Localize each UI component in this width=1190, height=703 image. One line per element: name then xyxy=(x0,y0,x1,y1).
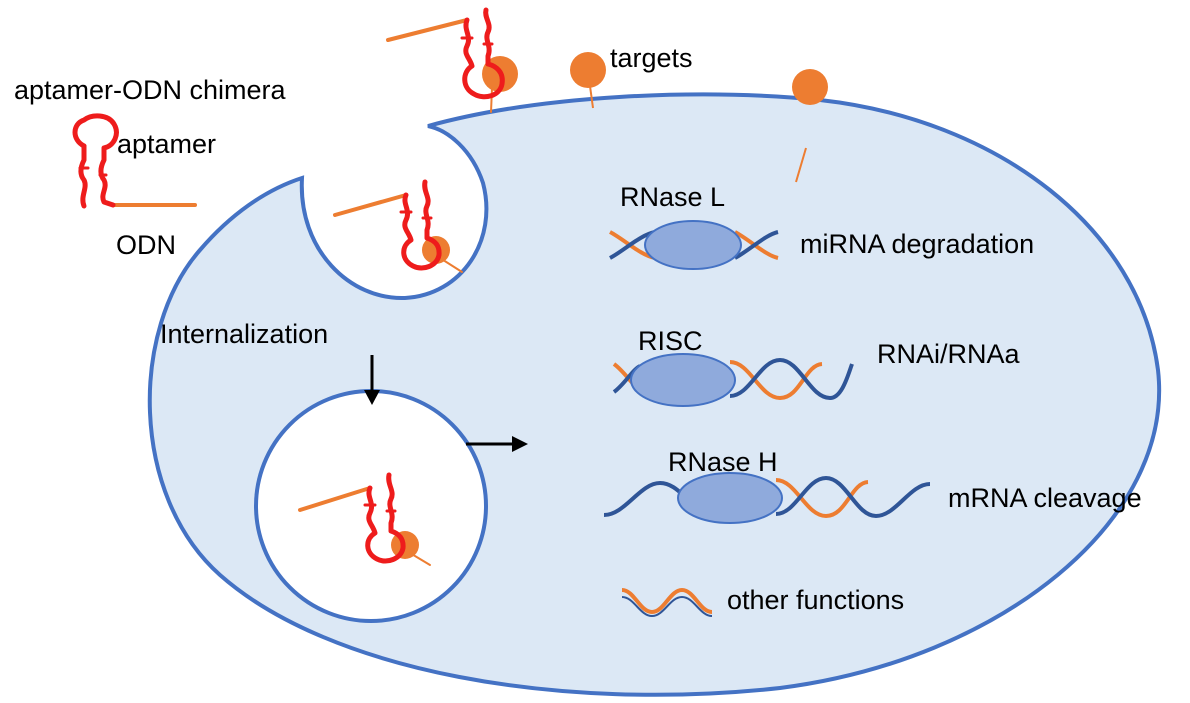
odn-label: ODN xyxy=(116,230,176,260)
chimera-invagination xyxy=(333,179,463,273)
chimera-endosome xyxy=(298,472,431,566)
other-functions-strand xyxy=(621,587,713,618)
aptamer-legend-icon xyxy=(72,113,197,209)
mrna-cleavage-label: mRNA cleavage xyxy=(948,483,1142,513)
risc-label: RISC xyxy=(638,326,703,356)
chimera-label: aptamer-ODN chimera xyxy=(14,75,287,105)
rnase-h-complex xyxy=(603,472,931,524)
internalization-arrow xyxy=(364,355,380,405)
rnase-l-label: RNase L xyxy=(620,182,725,212)
target-2 xyxy=(792,69,828,105)
pathway-arrow xyxy=(466,436,528,452)
chimera-bound-top xyxy=(386,7,518,113)
rnase-l-complex xyxy=(609,220,779,270)
target-2-stem xyxy=(795,147,807,183)
other-functions-label: other functions xyxy=(727,585,904,615)
targets-label: targets xyxy=(610,43,693,73)
rnase-h-label: RNase H xyxy=(668,447,778,477)
aptamer-label: aptamer xyxy=(117,129,216,159)
rnai-label: RNAi/RNAa xyxy=(877,339,1021,369)
internalization-label: Internalization xyxy=(160,319,328,349)
risc-complex xyxy=(612,353,854,407)
mirna-degradation-label: miRNA degradation xyxy=(800,229,1034,259)
target-1 xyxy=(570,52,606,109)
